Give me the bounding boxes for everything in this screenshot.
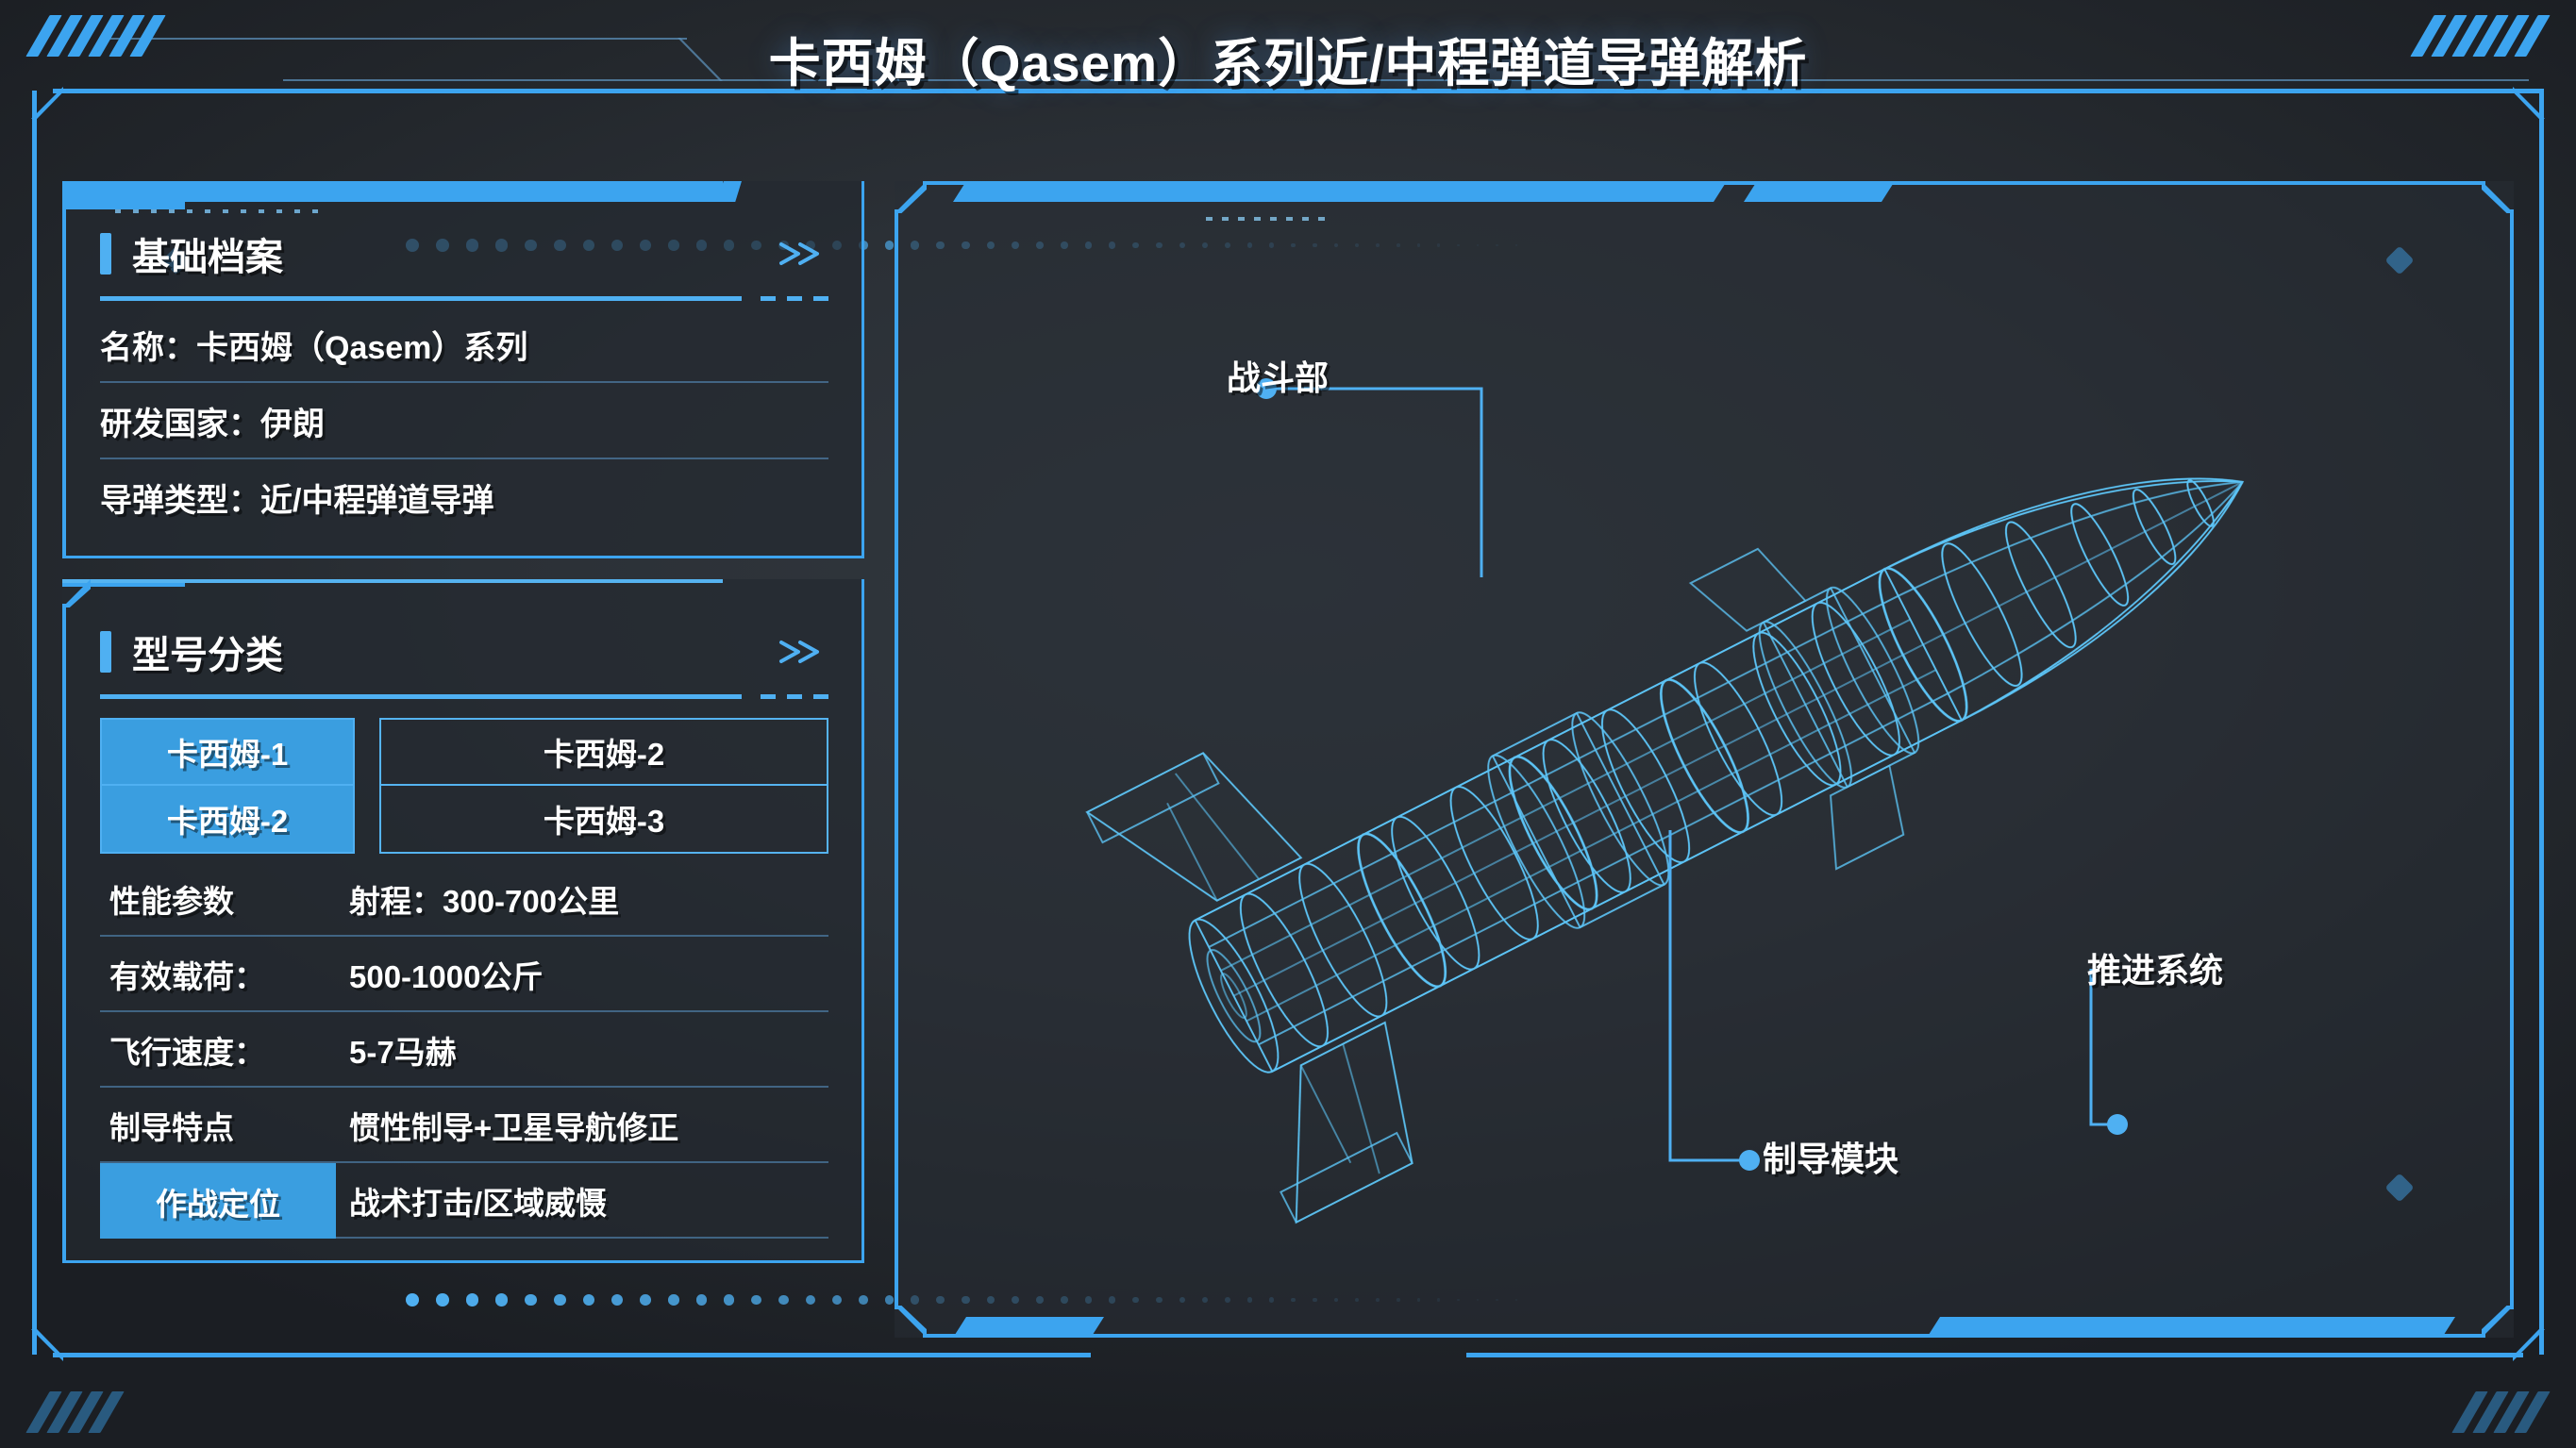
spec-value: 战术打击/区域威慑 [336, 1163, 828, 1239]
panel-title-accent-bar [100, 631, 111, 673]
spec-row: 制导特点 惯性制导+卫星导航修正 [100, 1088, 828, 1163]
panel-header: 基础档案 [100, 209, 828, 281]
spec-value: 500-1000公斤 [336, 937, 828, 1012]
panel-header: 型号分类 [100, 607, 828, 679]
panel-border-top-bar-2 [62, 583, 185, 587]
leader-line-guidance [1668, 830, 1744, 1162]
spec-row: 性能参数 射程：300-700公里 [100, 861, 828, 937]
panel-border-right [861, 579, 864, 1263]
callout-propulsion: 推进系统 [2087, 951, 2224, 990]
panel-border-top-bar [62, 181, 723, 202]
panel-border-left [62, 206, 66, 558]
leader-line-warhead [1270, 387, 1483, 577]
spec-value: 惯性制导+卫星导航修正 [336, 1088, 828, 1163]
double-chevron-right-icon[interactable] [776, 635, 828, 669]
spec-value: 5-7马赫 [336, 1012, 828, 1088]
spec-label-badge: 作战定位 [100, 1163, 336, 1239]
panel-title-underline [100, 296, 828, 301]
missile-wireframe-diagram [1085, 378, 2245, 1224]
row-label: 研发国家： [100, 407, 260, 442]
spec-label: 性能参数 [100, 861, 336, 937]
panel-border-bottom [62, 556, 864, 558]
missile-diagram-panel [895, 181, 2514, 1338]
model-chip-qasem-2-alt[interactable]: 卡西姆-2 [379, 718, 828, 786]
panel-border-left [62, 604, 66, 1263]
row-label: 导弹类型： [100, 483, 260, 519]
panel-border-top-bar-2 [62, 202, 185, 209]
panel-border-notch [717, 181, 742, 202]
row-value: 伊朗 [260, 407, 325, 442]
panel-title-underline [100, 694, 828, 699]
panel-title-accent-bar [100, 233, 111, 275]
panel-title: 基础档案 [132, 237, 283, 278]
frame-corner-bottom-right [2513, 1329, 2545, 1361]
table-row: 名称： 卡西姆（Qasem）系列 [100, 307, 828, 383]
table-row: 导弹类型： 近/中程弹道导弹 [100, 459, 828, 534]
spec-value: 射程：300-700公里 [336, 861, 828, 937]
callout-warhead: 战斗部 [1227, 358, 1330, 397]
row-label: 名称： [100, 330, 196, 366]
model-chip-qasem-2[interactable]: 卡西姆-2 [100, 786, 355, 854]
callout-guidance: 制导模块 [1763, 1140, 1899, 1178]
frame-corner-bottom-left [31, 1329, 63, 1361]
row-value: 卡西姆（Qasem）系列 [196, 330, 528, 366]
double-chevron-right-icon[interactable] [776, 237, 828, 271]
spec-label: 飞行速度： [100, 1012, 336, 1088]
frame-right-line [2539, 91, 2544, 1355]
page-title: 卡西姆（Qasem）系列近/中程弹道导弹解析 [768, 34, 1808, 92]
frame-bottom-line-b [1466, 1353, 2523, 1357]
model-chip-qasem-3[interactable]: 卡西姆-3 [379, 786, 828, 854]
spec-row: 飞行速度： 5-7马赫 [100, 1012, 828, 1088]
spec-label: 有效载荷： [100, 937, 336, 1012]
panel-border-right [861, 181, 864, 558]
panel-basic-profile: 基础档案 名称： 卡西姆（Qasem）系列 研发国家： 伊朗 导弹类型： 近/中… [62, 181, 864, 558]
panel-model-classification: 型号分类 卡西姆-1 卡西姆-2 卡西姆-2 卡西姆-3 性能参数 [62, 579, 864, 1263]
spec-row-highlighted: 作战定位 战术打击/区域威慑 [100, 1163, 828, 1239]
left-info-column: 基础档案 名称： 卡西姆（Qasem）系列 研发国家： 伊朗 导弹类型： 近/中… [62, 181, 864, 1284]
leader-line-propulsion [2089, 969, 2114, 1126]
spec-label: 制导特点 [100, 1088, 336, 1163]
panel-title: 型号分类 [132, 635, 283, 676]
panel-corner-bevel [62, 579, 91, 607]
model-chip-qasem-1[interactable]: 卡西姆-1 [100, 718, 355, 786]
hash-stripes-bottom-right-icon [2451, 1391, 2551, 1433]
model-chip-grid: 卡西姆-1 卡西姆-2 卡西姆-2 卡西姆-3 [100, 718, 828, 854]
spec-row: 有效载荷： 500-1000公斤 [100, 937, 828, 1012]
frame-left-line [32, 91, 37, 1355]
table-row: 研发国家： 伊朗 [100, 383, 828, 459]
row-value: 近/中程弹道导弹 [260, 483, 494, 519]
panel-corner-bevel [62, 181, 91, 209]
panel-border-top-bar [62, 579, 723, 583]
leader-dot-guidance [1739, 1150, 1760, 1171]
leader-dot-warhead [1256, 378, 1277, 399]
frame-bottom-line-a [53, 1353, 1091, 1357]
leader-dot-propulsion [2107, 1114, 2128, 1135]
panel-border-bottom [62, 1260, 864, 1263]
hash-stripes-bottom-left-icon [25, 1391, 125, 1433]
